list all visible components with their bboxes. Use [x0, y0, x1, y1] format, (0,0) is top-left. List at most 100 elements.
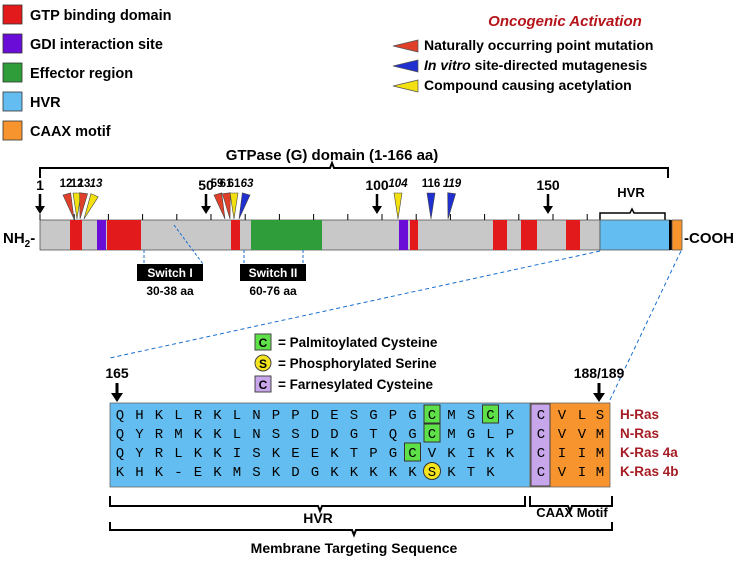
- residue: G: [389, 446, 397, 462]
- residue: D: [311, 408, 319, 424]
- residue: L: [486, 427, 494, 443]
- residue: K: [350, 465, 359, 481]
- key-symbol: [254, 375, 272, 393]
- hvr-caax-divider: [669, 220, 672, 250]
- residue: T: [467, 465, 475, 481]
- switch-1-range: 30-38 aa: [146, 284, 194, 298]
- mutation-label: 61: [220, 178, 233, 190]
- isoform-name: K-Ras 4a: [620, 445, 678, 460]
- residue: Q: [116, 446, 124, 462]
- gtpase-domain-bracket: [39, 160, 669, 178]
- mutation-arrow-icon: [447, 192, 456, 220]
- switch-2-box: [240, 264, 306, 281]
- caax-residue: M: [596, 465, 604, 481]
- legend-swatch: [2, 4, 23, 25]
- sequence-end-label: 188/189: [574, 365, 625, 381]
- farnesylated-cysteine-column: [530, 403, 551, 487]
- gtp-binding-segment: [107, 220, 141, 250]
- residue: S: [252, 446, 260, 462]
- palmitoylated-cysteine: [423, 404, 441, 424]
- residue: R: [155, 427, 164, 443]
- mutation-marker: [222, 192, 231, 220]
- residue: C: [486, 408, 494, 424]
- caax-residue: C: [537, 446, 545, 462]
- mutation-arrow-icon: [229, 192, 239, 220]
- gtp-binding-segment: [566, 220, 580, 250]
- mutation-arrow-icon: [79, 192, 88, 220]
- legend-label: CAAX motif: [30, 124, 111, 140]
- mutation-marker: [238, 192, 251, 220]
- residue: S: [467, 408, 475, 424]
- caax-residue: V: [558, 427, 567, 443]
- activation-arrow-icon: [392, 39, 419, 53]
- residue: K: [447, 465, 456, 481]
- sequence-start-label: 165: [105, 365, 129, 381]
- mutation-marker: [426, 192, 436, 220]
- residue: Q: [389, 427, 397, 443]
- residue: K: [213, 427, 222, 443]
- legend-label: HVR: [30, 95, 61, 111]
- mutation-marker: [83, 193, 99, 220]
- isoform-name: N-Ras: [620, 426, 659, 441]
- residue: P: [291, 408, 299, 424]
- residue: L: [233, 427, 241, 443]
- mutation-label: 59: [211, 178, 224, 190]
- residue: K: [213, 446, 222, 462]
- mutation-label: 13: [90, 178, 103, 190]
- residue: C: [428, 408, 436, 424]
- residue: G: [350, 427, 358, 443]
- position-marker: 1: [36, 177, 44, 193]
- caax-residue: L: [578, 408, 586, 424]
- residue: K: [369, 465, 378, 481]
- legend-swatch: [2, 120, 23, 141]
- gtpase-domain-label: GTPase (G) domain (1-166 aa): [226, 147, 439, 164]
- residue: K: [486, 446, 495, 462]
- residue: M: [447, 427, 455, 443]
- activation-label: In vitro site-directed mutagenesis: [424, 57, 648, 73]
- caax-residue: I: [558, 446, 566, 462]
- residue: E: [194, 465, 202, 481]
- residue: E: [311, 446, 319, 462]
- activation-label: Compound causing acetylation: [424, 77, 632, 93]
- hvr-bottom-bracket: [109, 496, 526, 514]
- effector-region-segment: [251, 220, 322, 250]
- residue: K: [272, 465, 281, 481]
- palmitoylated-cysteine: [404, 442, 421, 462]
- residue: V: [428, 446, 437, 462]
- nh2-label: NH2-: [3, 230, 35, 250]
- mutation-marker: [79, 192, 88, 220]
- hvr-top-bracket: [599, 207, 666, 221]
- key-label: = Palmitoylated Cysteine: [278, 335, 438, 350]
- caax-residue: I: [578, 446, 586, 462]
- mutation-arrow-icon: [72, 192, 82, 220]
- palmitoylated-cysteine: [482, 404, 499, 424]
- mutation-marker: [229, 192, 239, 220]
- activation-legend-title: Oncogenic Activation: [488, 13, 642, 30]
- key-symbol-letter: S: [259, 357, 267, 371]
- residue: E: [291, 446, 299, 462]
- residue: E: [330, 408, 338, 424]
- sequence-start-arrow: [111, 393, 123, 402]
- mutation-arrow-icon: [213, 192, 226, 220]
- caax-residue: C: [537, 465, 545, 481]
- residue: S: [291, 427, 299, 443]
- isoform-name: K-Ras 4b: [620, 464, 679, 479]
- caax-residue: S: [596, 408, 604, 424]
- mutation-label: 63: [241, 178, 254, 190]
- activation-arrow-icon: [392, 79, 419, 93]
- residue: L: [174, 446, 182, 462]
- key-label: = Phosphorylated Serine: [278, 356, 437, 371]
- residue: M: [233, 465, 241, 481]
- gtp-binding-segment: [493, 220, 507, 250]
- mutation-arrow-icon: [83, 193, 99, 220]
- position-arrow: [543, 206, 553, 214]
- residue: K: [408, 465, 417, 481]
- residue: Q: [116, 408, 124, 424]
- residue: I: [233, 446, 241, 462]
- mutation-marker: [393, 192, 403, 220]
- residue-ticks: [39, 214, 588, 220]
- position-marker: 150: [536, 177, 560, 193]
- caax-residue: I: [578, 465, 586, 481]
- caax-residue: V: [558, 465, 567, 481]
